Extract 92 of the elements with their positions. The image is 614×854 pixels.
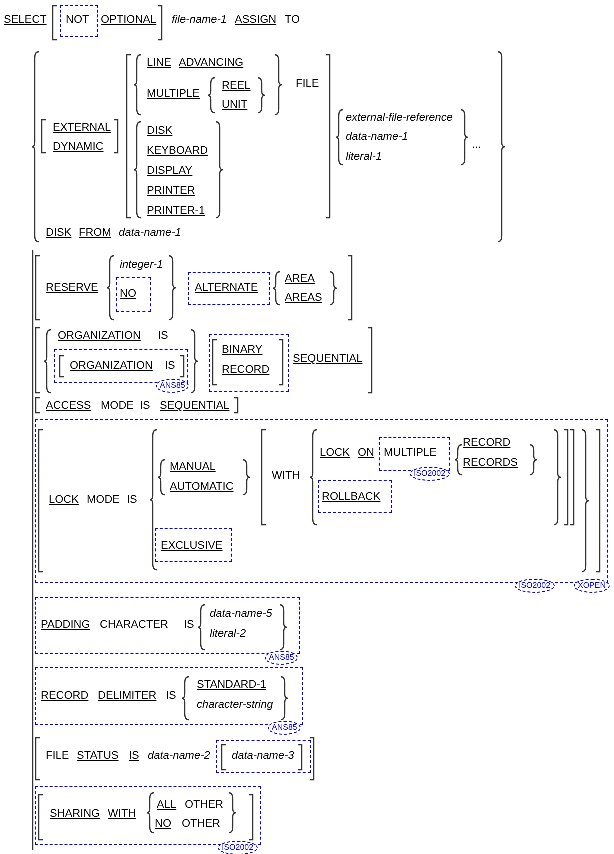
keyword: IS xyxy=(127,493,138,507)
placeholder-name: data-name-2 xyxy=(148,749,210,763)
keyword: ADVANCING xyxy=(179,56,244,70)
keyword: FILE xyxy=(296,77,320,91)
keyword: MULTIPLE xyxy=(384,446,437,460)
keyword: MODE xyxy=(87,493,120,507)
placeholder-name: data-name-1 xyxy=(346,130,408,144)
keyword: LINE xyxy=(147,56,172,70)
keyword: OTHER xyxy=(182,817,220,831)
keyword: UNIT xyxy=(222,98,248,112)
keyword: TO xyxy=(285,13,300,27)
placeholder-name: integer-1 xyxy=(120,258,164,272)
keyword: CHARACTER xyxy=(100,618,168,632)
keyword: RECORD xyxy=(463,436,511,450)
keyword: WITH xyxy=(272,469,300,483)
keyword: DELIMITER xyxy=(98,689,157,703)
keyword: NO xyxy=(120,287,136,301)
keyword: RECORDS xyxy=(463,456,518,470)
keyword: SHARING xyxy=(50,807,100,821)
keyword: ALTERNATE xyxy=(195,281,258,295)
keyword: SELECT xyxy=(4,13,47,27)
keyword: IS xyxy=(165,359,176,373)
keyword: OTHER xyxy=(185,798,224,812)
keyword: ORGANIZATION xyxy=(70,359,153,373)
keyword: ASSIGN xyxy=(235,13,277,27)
keyword: ALL xyxy=(157,798,177,812)
dialect-box xyxy=(188,272,270,305)
keyword: ACCESS xyxy=(46,399,92,413)
keyword: SEQUENTIAL xyxy=(293,352,363,366)
keyword: DYNAMIC xyxy=(53,140,104,154)
keyword: REEL xyxy=(222,79,251,93)
keyword: DISK xyxy=(147,124,173,138)
keyword: KEYBOARD xyxy=(147,144,208,158)
dialect-tag: ISO2002 xyxy=(515,579,555,593)
keyword: EXTERNAL xyxy=(53,121,112,135)
keyword: IS xyxy=(166,689,176,703)
dialect-tag: XOPEN xyxy=(574,579,610,593)
keyword: DISK xyxy=(46,226,72,240)
keyword: FROM xyxy=(79,226,112,240)
keyword: NO xyxy=(155,817,172,831)
keyword: STANDARD-1 xyxy=(197,678,266,692)
keyword: EXCLUSIVE xyxy=(161,539,223,553)
keyword: FILE xyxy=(46,749,70,763)
placeholder-name: file-name-1 xyxy=(172,13,228,27)
keyword: PADDING xyxy=(41,618,90,632)
keyword: RECORD xyxy=(222,363,270,377)
ellipsis: ... xyxy=(472,138,482,152)
keyword: MULTIPLE xyxy=(147,87,200,101)
keyword: OPTIONAL xyxy=(101,13,157,27)
keyword: ORGANIZATION xyxy=(58,329,141,343)
keyword: LOCK xyxy=(49,493,79,507)
keyword: ON xyxy=(358,446,374,460)
keyword: DISPLAY xyxy=(147,164,193,178)
keyword: MODE xyxy=(101,399,134,413)
keyword: IS xyxy=(158,329,168,343)
placeholder-name: character-string xyxy=(197,698,274,712)
keyword: MANUAL xyxy=(170,460,216,474)
dialect-box xyxy=(155,528,232,562)
keyword: RESERVE xyxy=(46,281,98,295)
placeholder-name: literal-2 xyxy=(210,627,246,641)
dialect-tag: ISO2002 xyxy=(410,467,450,481)
keyword: IS xyxy=(140,399,150,413)
dialect-tag: ANS85 xyxy=(268,721,302,735)
placeholder-name: data-name-1 xyxy=(119,226,182,240)
keyword: WITH xyxy=(108,807,136,821)
keyword: PRINTER-1 xyxy=(147,204,206,218)
dialect-tag: ANS85 xyxy=(156,379,190,393)
placeholder-name: literal-1 xyxy=(346,150,382,164)
keyword: LOCK xyxy=(320,446,350,460)
dialect-tag: ISO2002 xyxy=(218,841,258,854)
dialect-box xyxy=(209,334,289,392)
keyword: AREA xyxy=(285,272,315,286)
dialect-box xyxy=(216,740,311,773)
keyword: AREAS xyxy=(285,291,322,305)
dialect-tag: ANS85 xyxy=(265,651,298,665)
keyword: BINARY xyxy=(222,343,263,357)
keyword: STATUS xyxy=(77,749,119,763)
dialect-box xyxy=(35,419,608,583)
dialect-box xyxy=(318,480,392,513)
keyword: IS xyxy=(184,618,194,632)
keyword: IS xyxy=(129,749,140,763)
dialect-box xyxy=(60,5,98,37)
placeholder-name: external-file-reference xyxy=(346,111,453,125)
keyword: ROLLBACK xyxy=(322,490,381,504)
keyword: AUTOMATIC xyxy=(170,480,234,494)
keyword: RECORD xyxy=(41,689,89,703)
keyword: SEQUENTIAL xyxy=(160,399,230,413)
placeholder-name: data-name-5 xyxy=(210,607,272,621)
keyword: NOT xyxy=(66,13,90,27)
keyword: PRINTER xyxy=(147,184,196,198)
dialect-box xyxy=(116,277,151,312)
placeholder-name: data-name-3 xyxy=(232,749,294,763)
